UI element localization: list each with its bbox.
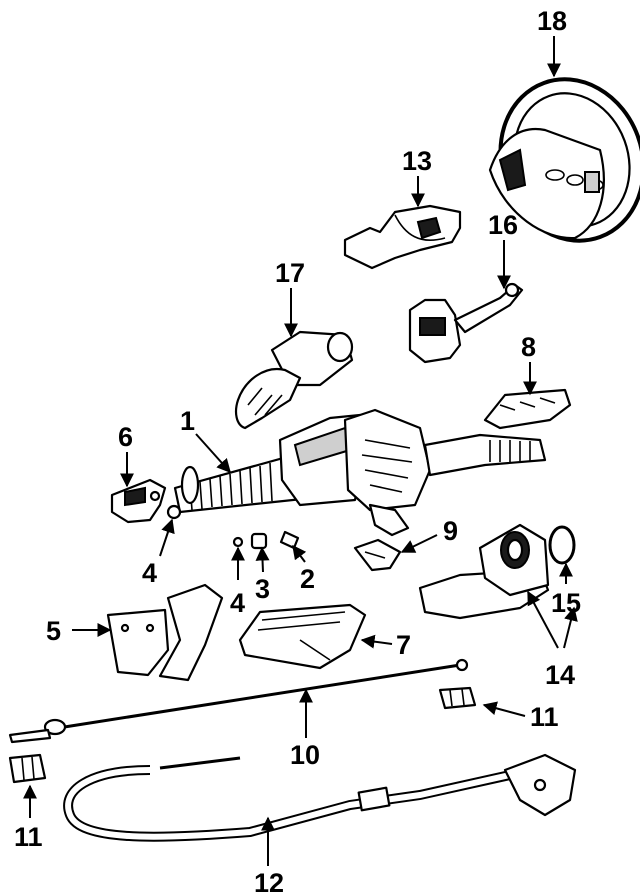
callout-8: 8 bbox=[521, 332, 536, 362]
callout-5: 5 bbox=[46, 616, 61, 646]
leader-lines bbox=[23, 36, 578, 866]
callout-6: 6 bbox=[118, 422, 133, 452]
callout-17: 17 bbox=[275, 258, 305, 288]
part-retainer-ring bbox=[548, 525, 576, 565]
callout-3: 3 bbox=[255, 574, 270, 604]
part-small-fasteners bbox=[232, 530, 300, 550]
part-lower-shroud bbox=[418, 523, 550, 620]
callout-14: 14 bbox=[545, 660, 575, 690]
callout-13: 13 bbox=[402, 146, 432, 176]
part-shift-cable bbox=[8, 658, 469, 744]
callout-9: 9 bbox=[443, 516, 458, 546]
part-knee-bolster bbox=[238, 603, 367, 670]
callout-1: 1 bbox=[180, 406, 195, 436]
callout-4-left: 4 bbox=[142, 558, 157, 588]
part-multifunction-switch bbox=[408, 282, 524, 364]
part-cable-clip-left bbox=[8, 753, 47, 784]
callout-4-right: 4 bbox=[230, 588, 245, 618]
part-lock-actuator bbox=[110, 478, 167, 524]
part-support-bracket bbox=[106, 583, 224, 682]
part-bracket bbox=[483, 388, 572, 430]
part-bushing bbox=[166, 504, 182, 520]
part-upper-shroud bbox=[343, 204, 462, 270]
part-transmission-cable bbox=[63, 753, 577, 842]
callout-10: 10 bbox=[290, 740, 320, 770]
callout-12: 12 bbox=[254, 868, 284, 896]
callout-16: 16 bbox=[488, 210, 518, 240]
part-steering-column bbox=[173, 408, 547, 537]
part-cable-clip-right bbox=[438, 686, 477, 710]
callout-15: 15 bbox=[551, 588, 581, 618]
callout-18: 18 bbox=[537, 6, 567, 36]
callout-2: 2 bbox=[300, 564, 315, 594]
callout-11-right: 11 bbox=[530, 702, 559, 732]
callout-11-left: 11 bbox=[14, 822, 43, 852]
part-ignition-switch bbox=[234, 330, 354, 430]
part-clip bbox=[353, 538, 402, 572]
part-steering-wheel bbox=[488, 77, 640, 243]
callout-7: 7 bbox=[396, 630, 411, 660]
